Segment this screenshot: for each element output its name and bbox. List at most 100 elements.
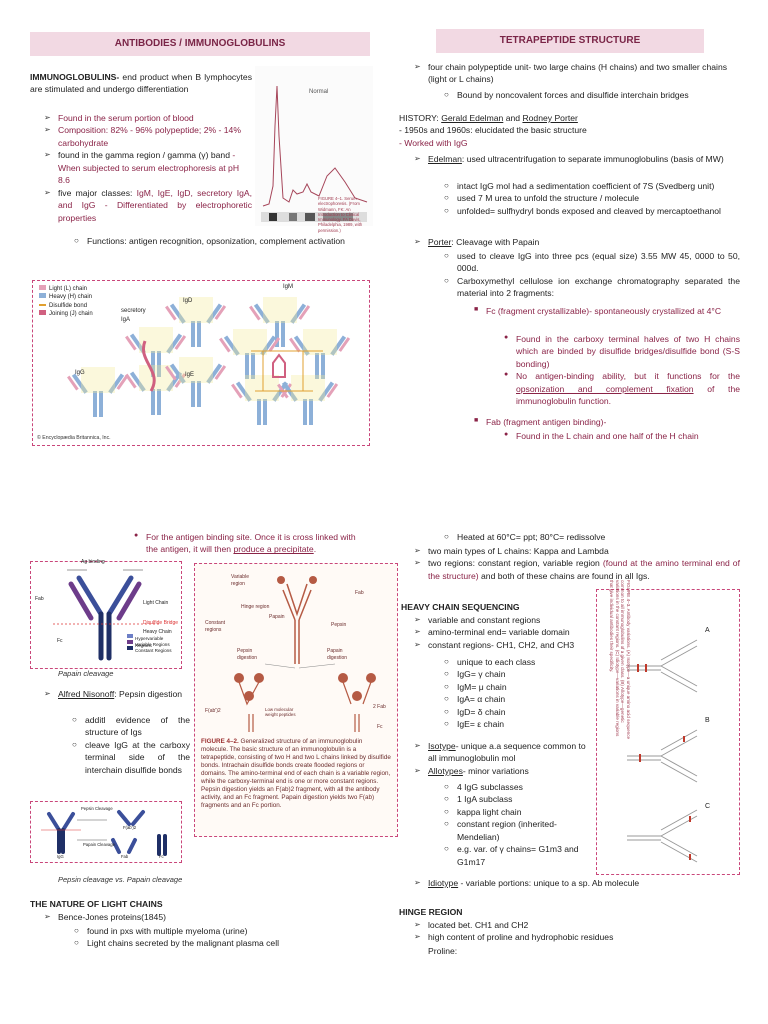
tetrapeptide-sub: Bound by noncovalent forces and disulfid… [444, 89, 740, 101]
fig42-fab: Fab [355, 590, 364, 596]
fig43-caption: FIGURE 4–3. Antibody variations. (A) Iso… [609, 580, 632, 740]
antigen-binding-bullet: For the antigen binding site. Once it is… [134, 531, 370, 556]
ig-classes-drawing [67, 297, 351, 425]
heavy-igm: IgM= μ chain [444, 681, 594, 693]
light-chains-sub: found in pxs with multiple myeloma (urin… [74, 925, 370, 950]
heated-list: Heated at 60°C= ppt; 80°C= redissolve [444, 531, 740, 543]
heavy-bullets: variable and constant regions amino-term… [414, 614, 594, 651]
ig-classes-figure: Light (L) chain Heavy (H) chain Disulfid… [32, 280, 370, 446]
history-porter: Rodney Porter [522, 113, 578, 123]
edelman-7s: intact IgG mol had a sedimentation coeff… [444, 180, 740, 192]
l-chain-types: two main types of L chains: Kappa and La… [414, 545, 740, 557]
fig42-variable: Variable region [231, 574, 249, 588]
heated-item: Heated at 60°C= ppt; 80°C= redissolve [444, 531, 740, 543]
label-igd: IgD [183, 298, 193, 304]
papain-ag-binding: Ag binding [81, 559, 105, 565]
heavy-amino: amino-terminal end= variable domain [414, 626, 594, 638]
idiotype-bullet: Idiotype - variable portions: unique to … [414, 877, 734, 889]
nisonoff-bullet: Alfred Nisonoff: Pepsin digestion [44, 688, 190, 700]
papain-hyper: Hypervariable Regions [135, 636, 164, 648]
intro-bullets: Found in the serum portion of blood Comp… [44, 112, 252, 224]
papain-heavy: Heavy Chain [143, 629, 172, 635]
classes-list: IgM, IgE, IgD, secretory IgA, and IgG - … [58, 187, 252, 223]
fab-bullet: Fab (fragment antigen binding)- [474, 416, 740, 428]
bullet-classes: five major classes: IgM, IgE, IgD, secre… [44, 187, 252, 224]
fc-no-binding: No antigen-binding ability, but it funct… [504, 370, 740, 407]
fig42-fab2: F(ab')2 [205, 708, 221, 714]
bullet-composition: Composition: 82% - 96% polypeptide; 2% -… [44, 124, 252, 149]
pepsin-caption: Pepsin cleavage vs. Papain cleavage [58, 875, 183, 884]
fig42-pepsin-digestion: Pepsin digestion [237, 648, 258, 662]
allo-igg: 4 IgG subclasses [444, 781, 594, 793]
antigen-binding-item: For the antigen binding site. Once it is… [134, 531, 370, 556]
fig42-papain: Papain [269, 614, 285, 620]
allotype-item: Allotypes- minor variations [414, 765, 594, 777]
label-ige: IgE [185, 372, 195, 378]
fc-label: Fc [159, 854, 164, 859]
heavy-constant: constant regions- CH1, CH2, and CH3 [414, 639, 594, 651]
bullet-serum: Found in the serum portion of blood [44, 112, 252, 124]
heavy-variable-constant: variable and constant regions [414, 614, 594, 626]
pepsin-papain-figure: Pepsin Cleavage F(ab')2 Papain Cleavage … [30, 801, 182, 863]
electrophoresis-caption: FIGURE 4–1. Serum electrophoresis. (From… [318, 196, 363, 233]
hinge-proline-label: Proline: [428, 946, 458, 956]
history-edelman: Gerald Edelman [441, 113, 504, 123]
immunoglobulins-intro: IMMUNOGLOBULINS- end product when B lymp… [30, 71, 252, 96]
idiotype-item: Idiotype - variable portions: unique to … [414, 877, 734, 889]
papain-disulfide: Disulfide Bridge [143, 620, 179, 626]
heavy-unique: unique to each class [444, 656, 594, 668]
papain-fab: Fab [35, 596, 44, 602]
fc-item: Fc (fragment crystallizable)- spontaneou… [474, 305, 740, 317]
papain-fc: Fc [57, 638, 63, 644]
allotype-sub: 4 IgG subclasses 1 IgA subclass kappa li… [444, 781, 594, 868]
legend-heavy: Heavy (H) chain [39, 293, 93, 301]
light-chains-title: THE NATURE OF LIGHT CHAINS [30, 899, 163, 909]
igg-label: IgG [57, 854, 64, 859]
nisonoff-evidence: additl evidence of the structure of Igs [72, 714, 190, 739]
four-chain-bullet: four chain polypeptide unit- two large c… [414, 61, 740, 86]
papain-light: Light Chain [143, 600, 169, 606]
intro-text: end product when B lymphocytes are stimu… [30, 72, 252, 95]
isotype-bullets: Isotype- unique a.a sequence common to a… [414, 740, 594, 777]
fab-found: Found in the L chain and one half of the… [504, 430, 740, 442]
edelman-sub: intact IgG mol had a sedimentation coeff… [444, 180, 740, 217]
history-line: HISTORY: Gerald Edelman and Rodney Porte… [399, 113, 578, 123]
papain-cleavage-figure: Ag binding Fab Fc Light Chain Disulfide … [30, 559, 182, 669]
history-igg: - Worked with IgG [399, 137, 468, 148]
electrophoresis-graph [255, 66, 373, 226]
fig42-hinge: Hinge region [241, 604, 270, 610]
papain-drawing [53, 569, 161, 661]
fab-sub: Found in the L chain and one half of the… [504, 430, 740, 442]
tetrapeptide-bullets: four chain polypeptide unit- two large c… [414, 61, 740, 86]
hinge-proline: high content of proline and hydrophobic … [414, 931, 734, 943]
fig42-lmw: Low molecular weight peptides [265, 707, 296, 717]
allo-example: e.g. var. of γ chains= G1m3 and G1m17 [444, 843, 594, 868]
fc-sub: Found in the carboxy terminal halves of … [504, 333, 740, 408]
porter-sub: used to cleave IgG into three pcs (equal… [444, 250, 740, 300]
classes-text: five major classes: [58, 187, 137, 198]
nisonoff-cleave: cleave IgG at the carboxy terminal side … [72, 739, 190, 776]
heavy-class-list: unique to each class IgG= γ chain IgM= μ… [444, 656, 594, 731]
functions-item: Functions: antigen recognition, opsoniza… [74, 235, 370, 247]
fab-item: Fab (fragment antigen binding)- [474, 416, 740, 428]
label-secretory-iga: secretory IgA [121, 308, 146, 323]
edelman-unfolded: unfolded= sulfhydryl bonds exposed and c… [444, 205, 740, 217]
functions-list: Functions: antigen recognition, opsoniza… [74, 235, 370, 247]
fig42-drawing [234, 576, 376, 732]
l-chain-bullets: two main types of L chains: Kappa and La… [414, 545, 740, 582]
fig42-caption: FIGURE 4–2. Generalized structure of an … [201, 738, 391, 810]
fig43-a: A [705, 627, 710, 634]
figure-4-2: Variable region Hinge region Papain Cons… [194, 563, 398, 837]
fig42-papain-digestion: Papain digestion [327, 648, 348, 662]
nisonoff-sub: additl evidence of the structure of Igs … [72, 714, 190, 776]
figure-4-3: A B C FIGURE 4–3. Antibody variations. (… [596, 580, 740, 875]
legend-disulfide: Disulfide bond [39, 302, 93, 310]
legend-joining: Joining (J) chain [39, 310, 93, 318]
allo-kappa: kappa light chain [444, 806, 594, 818]
fc-bullet: Fc (fragment crystallizable)- spontaneou… [474, 305, 740, 317]
legend-light: Light (L) chain [39, 285, 93, 293]
allo-iga: 1 IgA subclass [444, 793, 594, 805]
bence-jones: Bence-Jones proteins(1845) [44, 911, 364, 923]
label-igg: IgG [75, 370, 85, 376]
allo-constant: constant region (inherited-Mendelian) [444, 818, 594, 843]
